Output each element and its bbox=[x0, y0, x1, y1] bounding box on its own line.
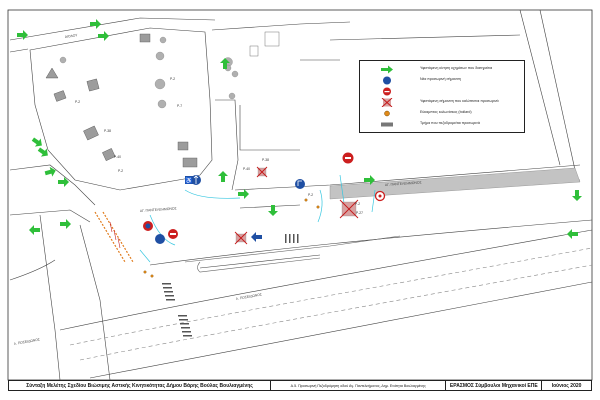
buildings bbox=[53, 31, 280, 168]
street-label-middle: ΑΓ. ΠΑΝΤΕΛΕΗΜΟΝΟΣ bbox=[140, 206, 177, 213]
bollards bbox=[143, 198, 320, 278]
legend-item: Υφιστάμενη κίνηση οχημάτων που διατηρείτ… bbox=[360, 65, 526, 74]
blue-sign-icon bbox=[383, 76, 391, 85]
legend-item: Τμήμα που πεζοδρομείται προσωρινά bbox=[360, 120, 526, 129]
warning-triangle-icon bbox=[45, 67, 59, 79]
sign-code: Ρ-40 bbox=[114, 155, 121, 159]
company-name: ΕΡΑΣΜΟΣ Σύμβουλοι Μηχανικοί ΕΠΕ bbox=[445, 381, 541, 390]
sign-code: Ρ-2 bbox=[75, 100, 80, 104]
sign-code: Ρ-2 bbox=[308, 193, 313, 197]
green-arrow-icon bbox=[381, 65, 393, 74]
sign-code: Ρ-38 bbox=[262, 158, 269, 162]
street-label-avenue-upper: Λ. ΠΟΣΕΙΔΩΝΟΣ bbox=[235, 292, 262, 301]
removed-sign-markers bbox=[234, 166, 359, 245]
pedestrianised-zone bbox=[329, 167, 581, 200]
svg-text:♿: ♿ bbox=[185, 177, 193, 185]
legend-item: Εύκαμπτος κολωνίσκος (bollard) bbox=[360, 109, 526, 118]
bollard-icon bbox=[384, 110, 390, 117]
street-label-top: ΑΙΟΛΟΥ bbox=[65, 33, 79, 39]
drawing-date: Ιούνιος 2020 bbox=[541, 381, 591, 390]
sign-code: Ρ-38 bbox=[104, 129, 111, 133]
sign-code: Ρ-7 bbox=[177, 104, 182, 108]
sign-code: Ρ-40 bbox=[243, 167, 250, 171]
red-sign-icon bbox=[383, 87, 391, 96]
road-works-barrier bbox=[94, 211, 134, 263]
map-legend: Υφιστάμενη κίνηση οχημάτων που διατηρείτ… bbox=[359, 60, 525, 133]
new-signs: ♿ bbox=[143, 152, 386, 244]
project-title: Α.5. Προσωρινή Πεζοδρόμηση οδού Αγ. Παντ… bbox=[270, 381, 445, 390]
road-works-hatch bbox=[109, 221, 121, 249]
legend-item: Υφιστάμενη σήμανση που καλύπτεται προσωρ… bbox=[360, 98, 526, 107]
pedestrian-crossings bbox=[162, 234, 299, 337]
existing-traffic-arrows bbox=[17, 19, 582, 239]
sign-code: Ρ-27 bbox=[356, 211, 363, 215]
legend-item: Νέα προσωρινή σήμανση bbox=[360, 76, 526, 85]
street-label-avenue-lower: Λ. ΠΟΣΕΙΔΩΝΟΣ bbox=[13, 337, 40, 346]
legend-item bbox=[360, 87, 526, 96]
removed-sign-icon bbox=[381, 98, 393, 107]
sign-code: Ρ-2 bbox=[170, 77, 175, 81]
sign-code: Ρ-2 bbox=[118, 169, 123, 173]
sign-code: Ρ-2 bbox=[355, 202, 360, 206]
sign-code-labels: Ρ-2 Ρ-7 Ρ-2 Ρ-38 Ρ-40 Ρ-2 Ρ-40 Ρ-38 Ρ-2 … bbox=[75, 77, 363, 215]
title-block: Σύνταξη Μελέτης Σχεδίου Βιώσιμης Αστικής… bbox=[8, 380, 592, 391]
pedestrian-zone-swatch-icon bbox=[381, 122, 393, 127]
study-title: Σύνταξη Μελέτης Σχεδίου Βιώσιμης Αστικής… bbox=[26, 382, 253, 389]
avenue-lines bbox=[59, 219, 593, 379]
street-label-right: ΑΓ. ΠΑΝΤΕΛΕΗΜΟΝΟΣ bbox=[385, 180, 422, 187]
new-traffic-arrow bbox=[251, 232, 262, 242]
